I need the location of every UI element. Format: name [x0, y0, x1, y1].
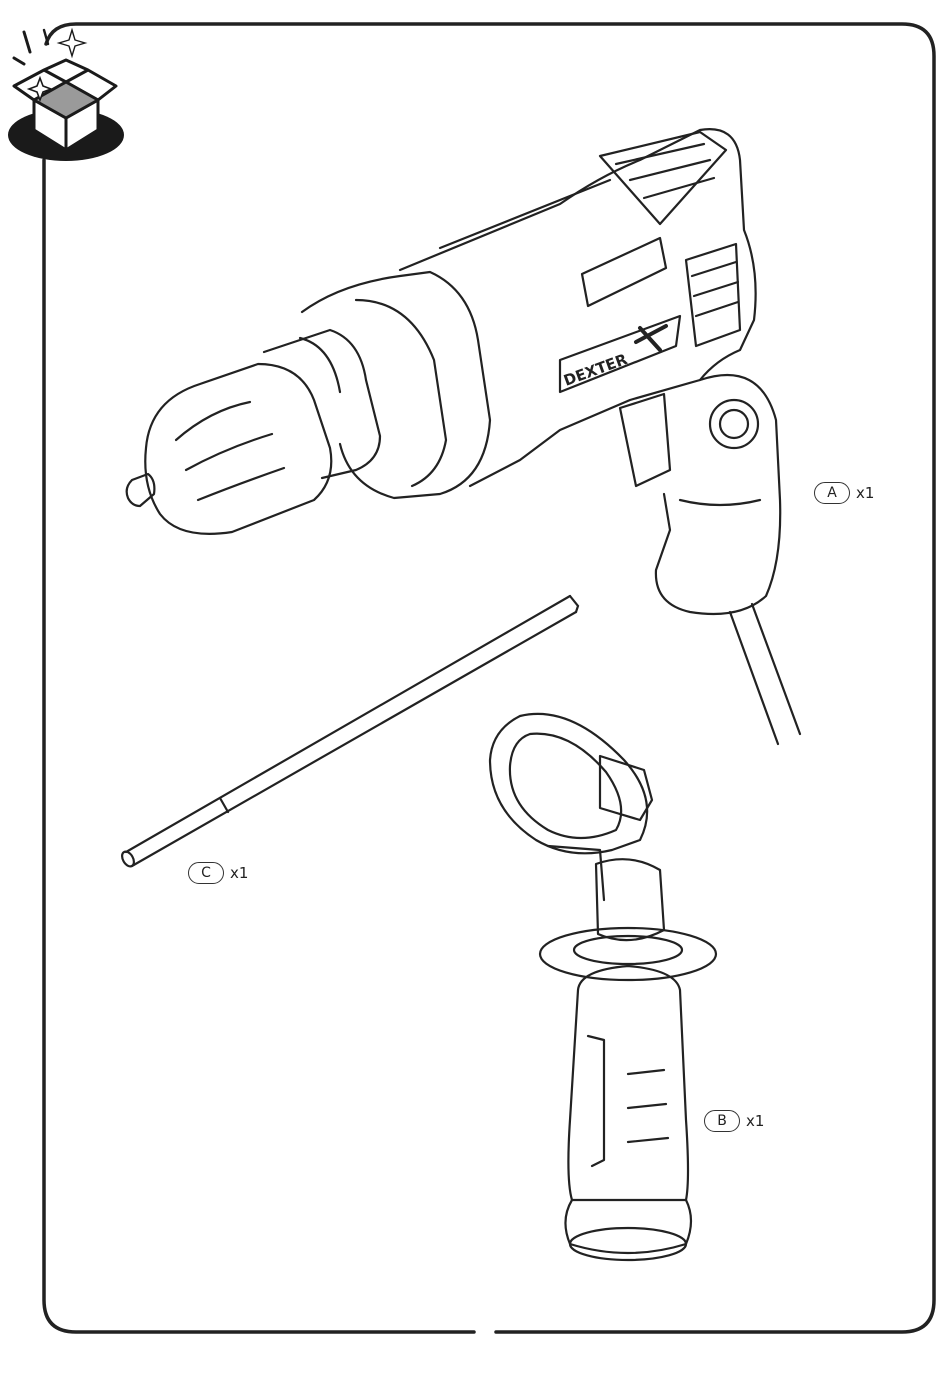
part-letter-badge: B: [704, 1110, 740, 1132]
part-label-b: B x1: [704, 1110, 764, 1132]
part-quantity: x1: [746, 1112, 764, 1130]
part-letter-badge: A: [814, 482, 850, 504]
unboxing-icon: [8, 30, 124, 161]
drill-illustration: DEXTER: [127, 129, 800, 744]
part-quantity: x1: [230, 864, 248, 882]
part-quantity: x1: [856, 484, 874, 502]
depth-rod-illustration: [120, 596, 578, 868]
part-label-a: A x1: [814, 482, 874, 504]
part-letter-badge: C: [188, 862, 224, 884]
page-frame: [44, 24, 934, 1332]
auxiliary-handle-illustration: [490, 714, 716, 1260]
part-label-c: C x1: [188, 862, 248, 884]
